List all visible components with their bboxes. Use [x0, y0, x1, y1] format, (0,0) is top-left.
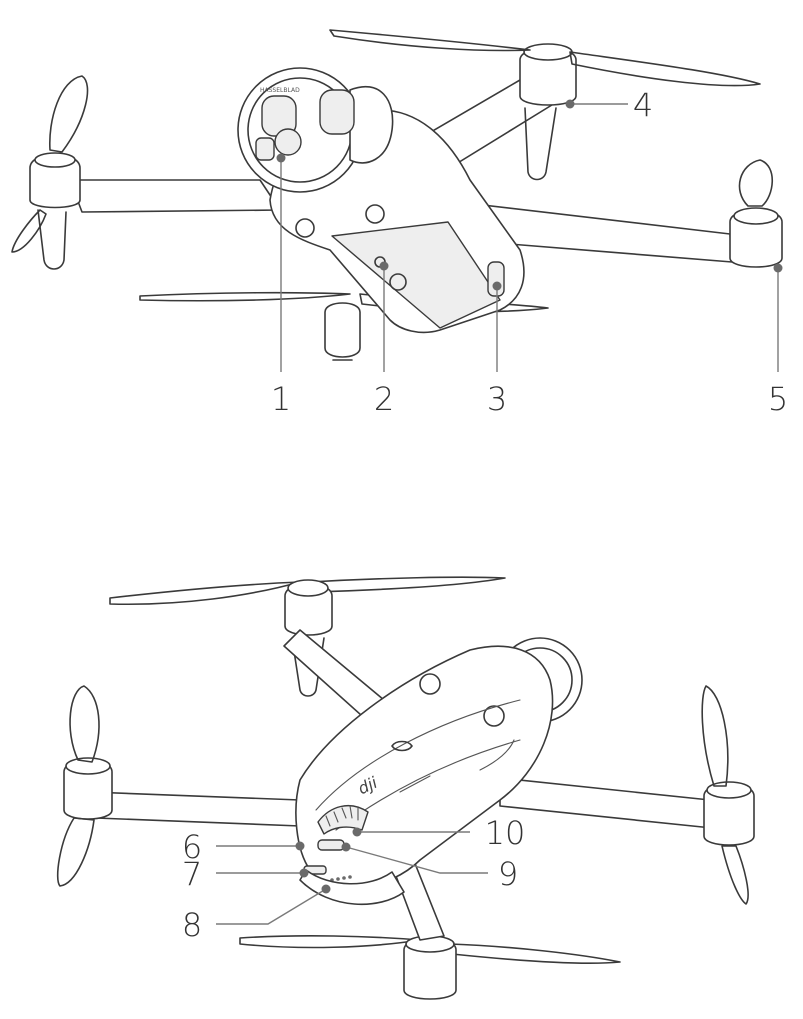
propeller-blade-rear-left [139, 291, 351, 302]
vision-sensor-top-1 [419, 673, 441, 695]
motor-cap [34, 152, 76, 168]
callout-label-7: 7 [182, 855, 202, 893]
callouts-top: 1 2 3 4 5 [271, 86, 788, 418]
vent-fins [325, 805, 359, 827]
callout-label-6: 6 [182, 828, 202, 866]
callout-label-2: 2 [374, 380, 394, 418]
drone-top-view: HASSELBLAD 1 2 3 4 5 [11, 29, 788, 418]
propeller-blade-left-up [69, 685, 100, 763]
leader-8 [216, 888, 327, 925]
callout-dot-2 [379, 261, 389, 271]
landing-leg-far [291, 637, 325, 697]
air-vent [317, 804, 369, 835]
propeller-blade-far-left [109, 581, 301, 606]
propeller-blade-near-right [449, 943, 621, 965]
callout-label-1: 1 [271, 380, 291, 418]
motor-cap [523, 43, 573, 61]
propeller-blade-left-down [56, 817, 95, 887]
motor-cap [733, 207, 779, 225]
callout-dot-1 [276, 153, 286, 163]
usb-c-port [317, 839, 345, 851]
propeller-blade-right-down [721, 845, 749, 905]
callout-label-3: 3 [487, 380, 507, 418]
arm-front-left [69, 179, 281, 213]
callout-label-8: 8 [182, 906, 202, 944]
arm-left [89, 791, 301, 827]
battery-edge [315, 699, 521, 811]
callout-label-10: 10 [485, 814, 526, 852]
motor-cap [287, 579, 329, 597]
motor-cap [65, 757, 111, 775]
lens-marking: HASSELBLAD [260, 87, 300, 94]
body-slot [479, 739, 515, 771]
propeller-blade-front-right [738, 159, 773, 207]
callout-dot-4 [565, 99, 575, 109]
body-slot [399, 775, 431, 793]
arm-right [499, 777, 713, 829]
camera-lens-tele [319, 89, 355, 135]
top-sensor [391, 740, 413, 752]
propeller-blade-near-left [239, 935, 421, 949]
camera-lens-small [255, 137, 275, 161]
camera-lens-wide [274, 128, 302, 156]
callout-dot-5 [773, 263, 783, 273]
callout-dot-10 [352, 827, 362, 837]
vent-grille [317, 804, 369, 835]
callout-dot-7 [299, 868, 309, 878]
callout-label-4: 4 [633, 86, 653, 124]
vision-sensor-left [295, 218, 315, 238]
vision-sensor-right [365, 204, 385, 224]
propeller-blade-rear-right-left [329, 29, 531, 52]
bottom-auxiliary-light [389, 273, 407, 291]
propeller-blade-front-left-up [49, 75, 89, 153]
callout-dot-6 [295, 841, 305, 851]
gimbal-camera: HASSELBLAD [237, 67, 394, 193]
drone-rear-view: dji 6 7 8 [56, 576, 755, 1000]
body-bottom-plate [331, 221, 501, 329]
callout-label-9: 9 [498, 855, 518, 893]
leader-9 [345, 846, 488, 874]
propeller-blade-front-left-down [11, 209, 47, 253]
callouts-bottom: 6 7 8 9 10 [182, 814, 526, 944]
gimbal-side [349, 85, 394, 164]
callout-dot-9 [341, 842, 351, 852]
propeller-blade-rear-right-right [569, 51, 761, 87]
motor-rear-left [324, 302, 361, 358]
landing-leg-rear-right [524, 107, 557, 181]
side-sensor [487, 261, 505, 297]
callout-label-5: 5 [768, 380, 788, 418]
propeller-blade-right-up [701, 685, 729, 787]
propeller-blade-far-right [309, 576, 506, 593]
callout-dot-3 [492, 281, 502, 291]
battery-bottom [299, 869, 405, 906]
vision-sensor-top-2 [483, 705, 505, 727]
landing-leg-front-left [37, 209, 67, 270]
callout-dot-8 [321, 884, 331, 894]
